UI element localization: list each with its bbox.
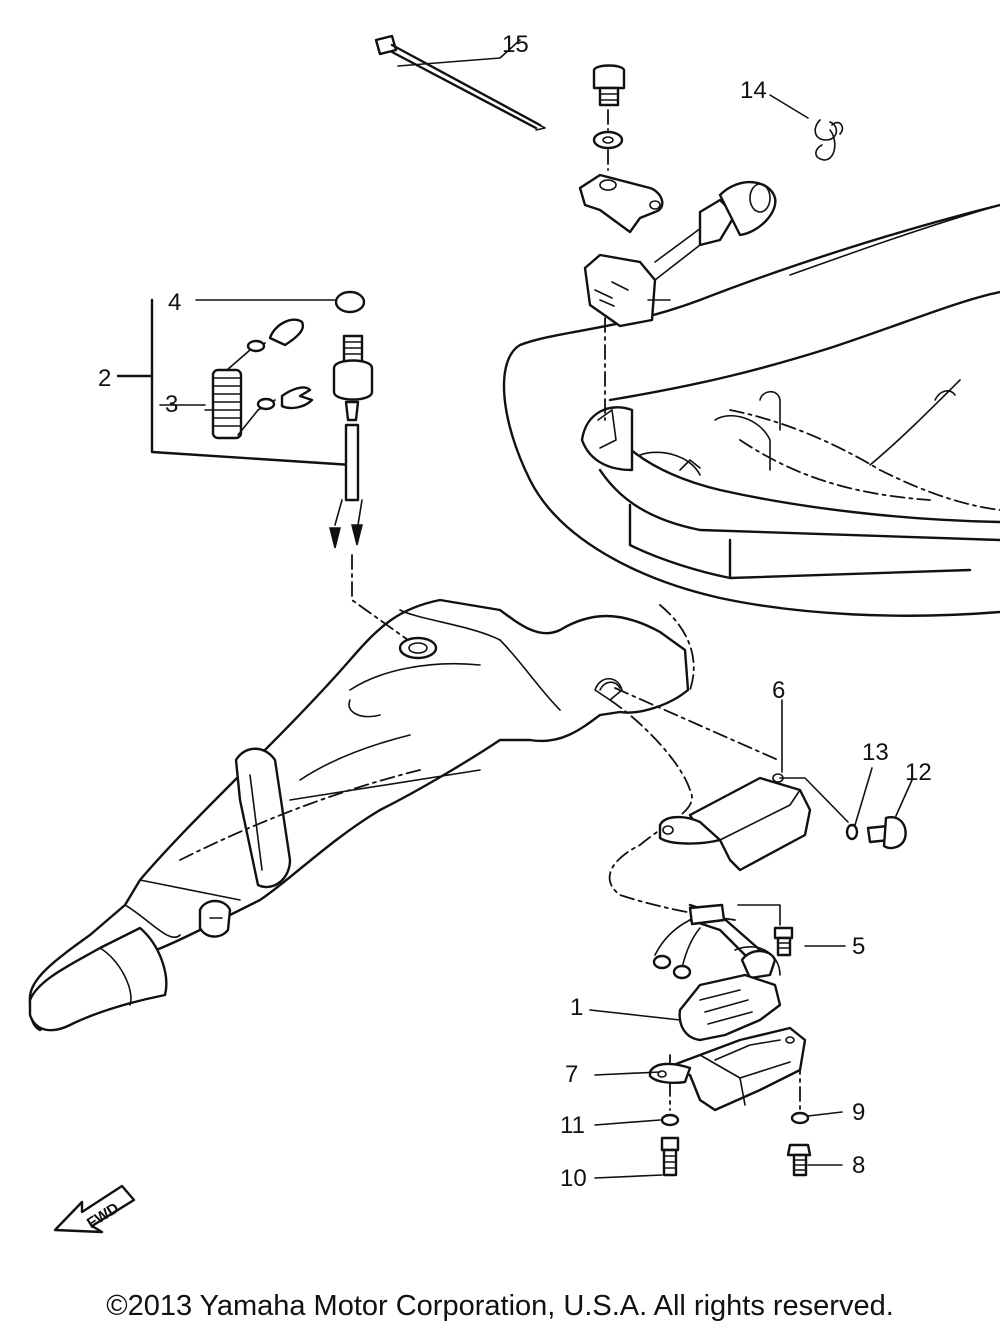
callout-1: 1 (570, 994, 583, 1021)
callout-labels: 15 14 4 2 3 6 13 12 5 1 7 9 11 8 10 (98, 31, 932, 1192)
callout-5: 5 (852, 933, 865, 960)
callout-13: 13 (862, 739, 889, 766)
callout-3: 3 (165, 391, 178, 418)
stop-switch-assy-parts (116, 290, 374, 549)
stop-switch-body (583, 180, 777, 328)
callout-9: 9 (852, 1099, 865, 1126)
callout-2: 2 (98, 365, 111, 392)
screw-12 (779, 777, 907, 850)
holder-7 (648, 1026, 807, 1112)
callout-7: 7 (565, 1061, 578, 1088)
steering-handle (28, 598, 690, 1032)
callout-11: 11 (560, 1112, 585, 1139)
clip-14 (814, 119, 844, 161)
fwd-direction-arrow: FWD (53, 1184, 136, 1234)
callout-10: 10 (560, 1165, 587, 1192)
component-1-and-harness (652, 903, 782, 1042)
callout-leaders (397, 39, 913, 1179)
callout-8: 8 (852, 1152, 865, 1179)
callout-6: 6 (772, 677, 785, 704)
callout-14: 14 (740, 77, 767, 104)
callout-12: 12 (905, 759, 932, 786)
top-clamp-set (578, 64, 664, 234)
callout-15: 15 (502, 31, 529, 58)
cover-6 (658, 773, 812, 872)
top-cowling (502, 203, 1000, 617)
fasteners (660, 926, 812, 1177)
copyright-notice: ©2013 Yamaha Motor Corporation, U.S.A. A… (106, 1290, 894, 1322)
callout-4: 4 (168, 289, 181, 316)
